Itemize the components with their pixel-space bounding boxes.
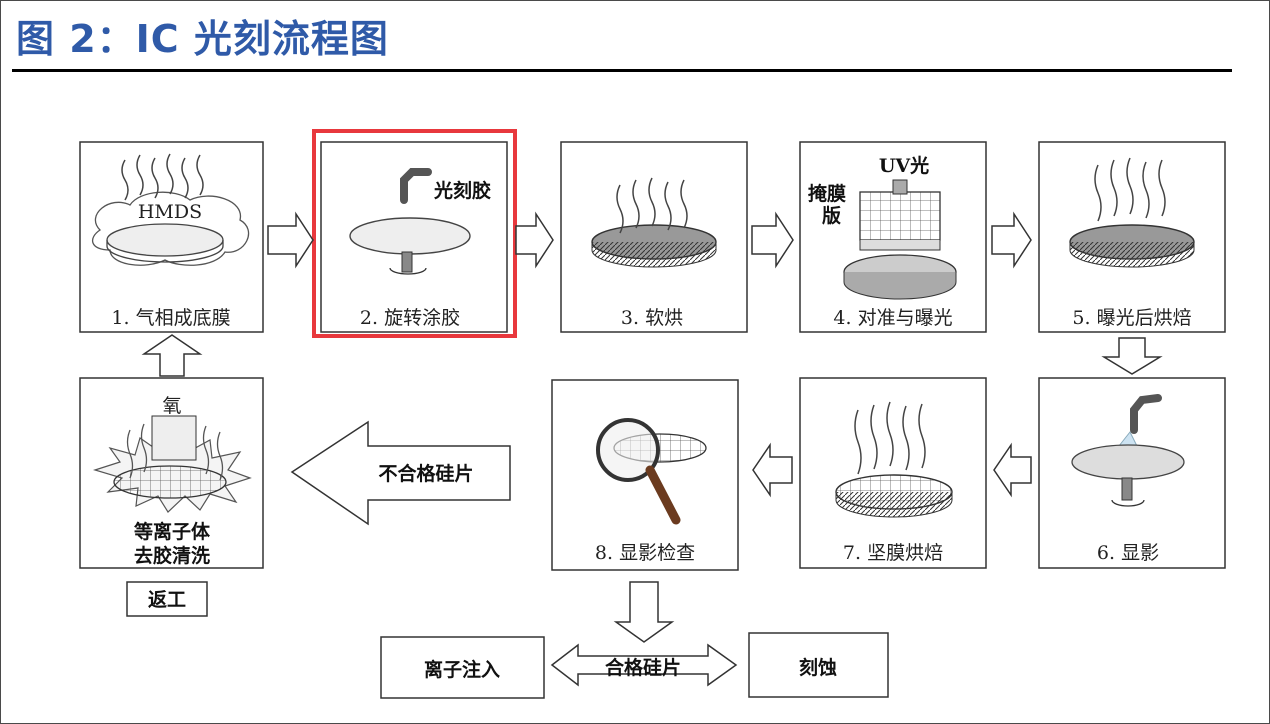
step-6-label: 6. 显影	[1097, 542, 1159, 564]
arrow-pass-bidirectional	[550, 643, 738, 687]
row1-arrows	[267, 211, 1163, 375]
etch-label: 刻蚀	[799, 656, 837, 679]
plasma-label-1: 等离子体	[133, 520, 211, 543]
step-8-box: 8. 显影检查	[551, 379, 739, 571]
step-4-label: 4. 对准与曝光	[833, 307, 952, 329]
step-1-label: 1. 气相成底膜	[111, 307, 230, 329]
title-rule	[12, 69, 1232, 72]
uv-light-label: UV光	[879, 154, 929, 177]
return-box: 返工	[126, 581, 208, 617]
arrow-7-8	[752, 442, 793, 498]
photoresist-label: 光刻胶	[433, 179, 491, 202]
arrow-down-pass	[613, 581, 675, 643]
step-2-label: 2. 旋转涂胶	[360, 307, 460, 329]
arrow-1-2	[267, 211, 314, 269]
arrow-6-7	[993, 442, 1032, 498]
step-6-box: 6. 显影	[1038, 377, 1226, 569]
arrow-rework-up	[141, 334, 203, 377]
arrow-reject	[290, 420, 511, 526]
row2-arrows	[141, 334, 1032, 687]
oxygen-label: 氧	[162, 395, 181, 417]
arrow-3-4	[751, 211, 794, 269]
ion-implant-label: 离子注入	[424, 658, 500, 681]
step-7-label: 7. 坚膜烘焙	[843, 542, 943, 564]
mask-label-2: 版	[822, 204, 841, 227]
rework-box: 氧 等离子体 去胶清洗	[79, 377, 264, 569]
pass-label: 合格硅片	[605, 656, 681, 679]
step-3-label: 3. 软烘	[621, 307, 683, 329]
arrow-5-6	[1101, 337, 1163, 375]
mask-label-1: 掩膜	[808, 182, 846, 205]
step-3-box: 3. 软烘	[560, 141, 748, 333]
step-8-label: 8. 显影检查	[595, 542, 695, 564]
step-4-box: UV光 掩膜 版 4. 对准与曝光	[799, 141, 987, 333]
plasma-label-2: 去胶清洗	[134, 544, 210, 567]
arrow-4-5	[991, 211, 1032, 269]
step-7-box: 7. 坚膜烘焙	[799, 377, 987, 569]
hmds-label: HMDS	[138, 201, 202, 223]
return-label: 返工	[148, 589, 186, 611]
step-5-label: 5. 曝光后烘焙	[1072, 307, 1191, 329]
ion-implant-box: 离子注入	[380, 636, 545, 699]
etch-box: 刻蚀	[748, 632, 889, 698]
arrow-2-3	[515, 211, 554, 269]
step-2-box: 光刻胶 2. 旋转涂胶	[312, 129, 517, 338]
step-5-box: 5. 曝光后烘焙	[1038, 141, 1226, 333]
figure-title: 图 2：IC 光刻流程图	[16, 17, 389, 61]
step-1-box: HMDS 1. 气相成底膜	[79, 141, 264, 333]
reject-label: 不合格硅片	[378, 462, 473, 485]
highlight-frame	[312, 129, 517, 338]
